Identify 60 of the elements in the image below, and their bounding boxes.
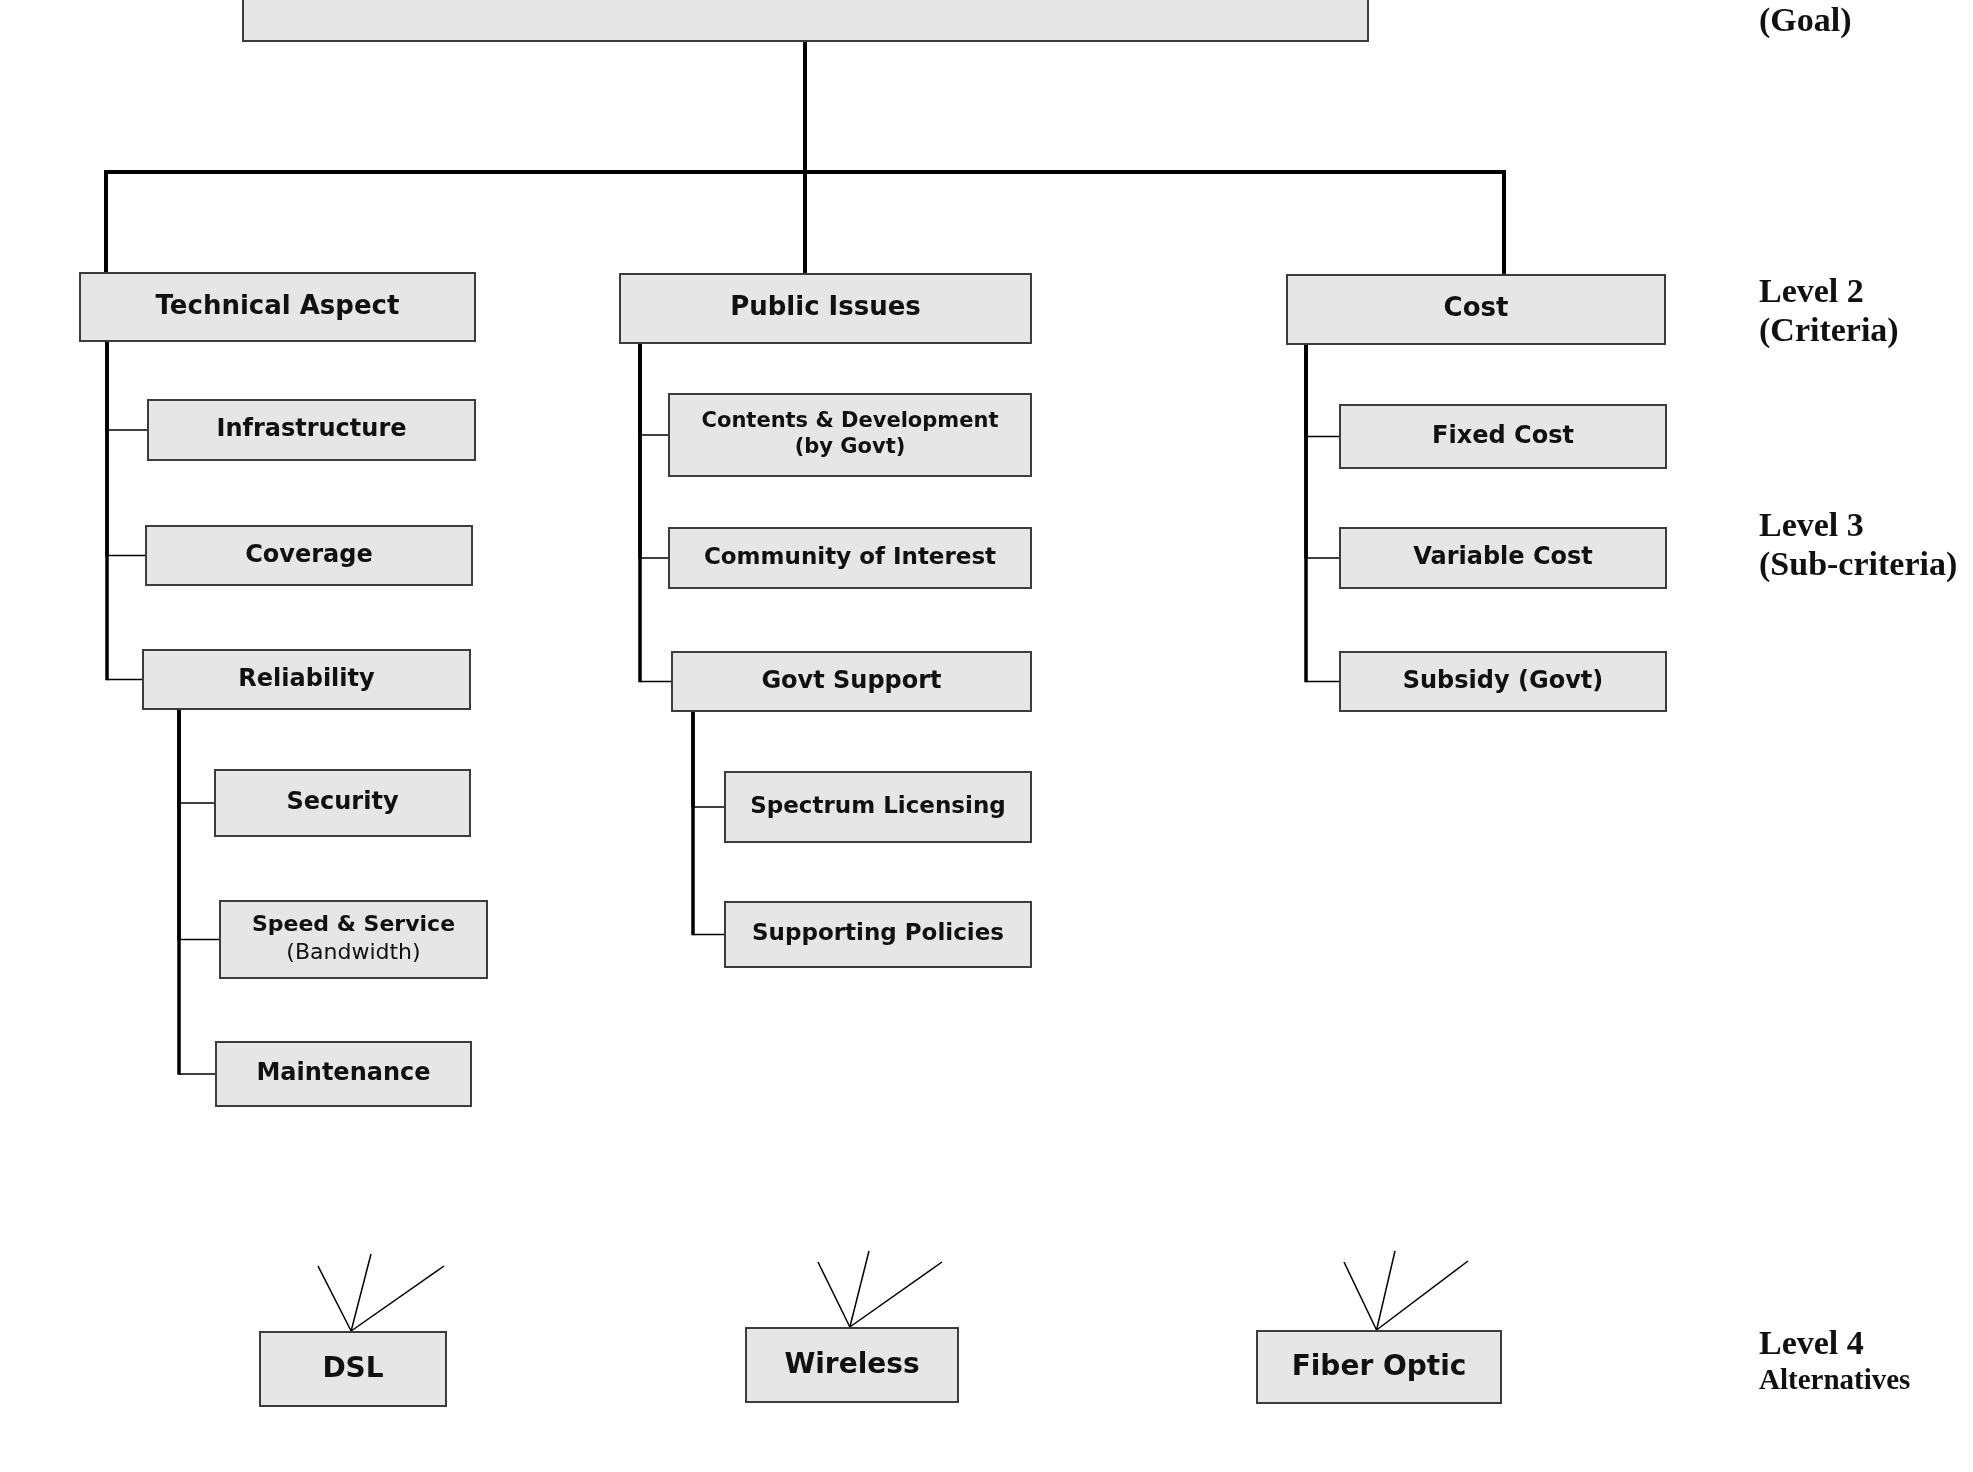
subcriteria-box	[724, 901, 1032, 968]
node-label: DSL	[322, 1349, 384, 1385]
node-label: Public Issues	[730, 290, 921, 323]
subcriteria-box	[668, 527, 1032, 589]
subcriteria-box	[214, 769, 471, 837]
subcriteria-box	[1339, 527, 1667, 589]
subcriteria-box	[219, 900, 488, 979]
node-label: Coverage	[245, 538, 373, 569]
level-label: Level 2 (Criteria)	[1759, 271, 1900, 349]
criteria-box	[1286, 274, 1666, 345]
node-label: Spectrum Licensing	[750, 790, 1006, 820]
subcriteria-box	[142, 649, 471, 710]
connector-line	[350, 1265, 445, 1332]
subcriteria-box	[668, 393, 1032, 477]
alternative-box	[259, 1331, 447, 1407]
alternative-box	[1256, 1330, 1502, 1404]
connector-line	[1304, 345, 1340, 683]
node-label: Fiber Optic	[1291, 1347, 1467, 1383]
level-label: Level 3 (Sub-criteria)	[1759, 505, 1959, 583]
level-label: (Goal)	[1759, 0, 1853, 39]
connector-line	[849, 1250, 870, 1328]
subcriteria-box	[215, 1041, 472, 1107]
connector-line	[638, 344, 672, 683]
node-label: Variable Cost	[1413, 541, 1593, 571]
connector-line	[105, 342, 143, 681]
subcriteria-box	[671, 651, 1032, 712]
subcriteria-box	[1339, 404, 1667, 469]
node-label: Technical Aspect	[155, 288, 400, 322]
node-label: Wireless	[784, 1345, 920, 1381]
node-label: Cost	[1443, 291, 1509, 324]
connector-line	[691, 712, 725, 936]
node-label: Fixed Cost	[1432, 419, 1574, 450]
subcriteria-box	[147, 399, 476, 461]
subcriteria-box	[1339, 651, 1667, 712]
connector-line	[817, 1261, 851, 1328]
node-label: Reliability	[238, 662, 375, 693]
connector-line	[317, 1265, 352, 1332]
level-label: Alternatives	[1759, 1363, 1912, 1396]
connector-line	[350, 1253, 372, 1332]
subcriteria-box	[724, 771, 1032, 843]
criteria-box	[619, 273, 1032, 344]
goal-box	[242, 0, 1369, 42]
node-label: Speed & Service (Bandwidth)	[250, 910, 457, 965]
connector-line	[1375, 1260, 1469, 1331]
subcriteria-box	[145, 525, 473, 586]
connector-line	[849, 1261, 943, 1328]
level-label: Level 4	[1759, 1323, 1865, 1362]
connector-line	[1343, 1261, 1378, 1331]
node-label: Community of Interest	[703, 541, 997, 571]
node-label: Maintenance	[256, 1057, 431, 1087]
node-label: Security	[286, 786, 399, 816]
node-label: Supporting Policies	[752, 918, 1004, 947]
node-label: Contents & Development (by Govt)	[700, 406, 1000, 460]
node-label: Infrastructure	[216, 413, 407, 443]
alternative-box	[745, 1327, 959, 1403]
connector-line	[177, 710, 216, 1075]
criteria-box	[79, 272, 476, 342]
node-label: Govt Support	[761, 664, 942, 695]
connector-line	[1375, 1250, 1396, 1331]
node-label: Subsidy (Govt)	[1402, 664, 1604, 695]
